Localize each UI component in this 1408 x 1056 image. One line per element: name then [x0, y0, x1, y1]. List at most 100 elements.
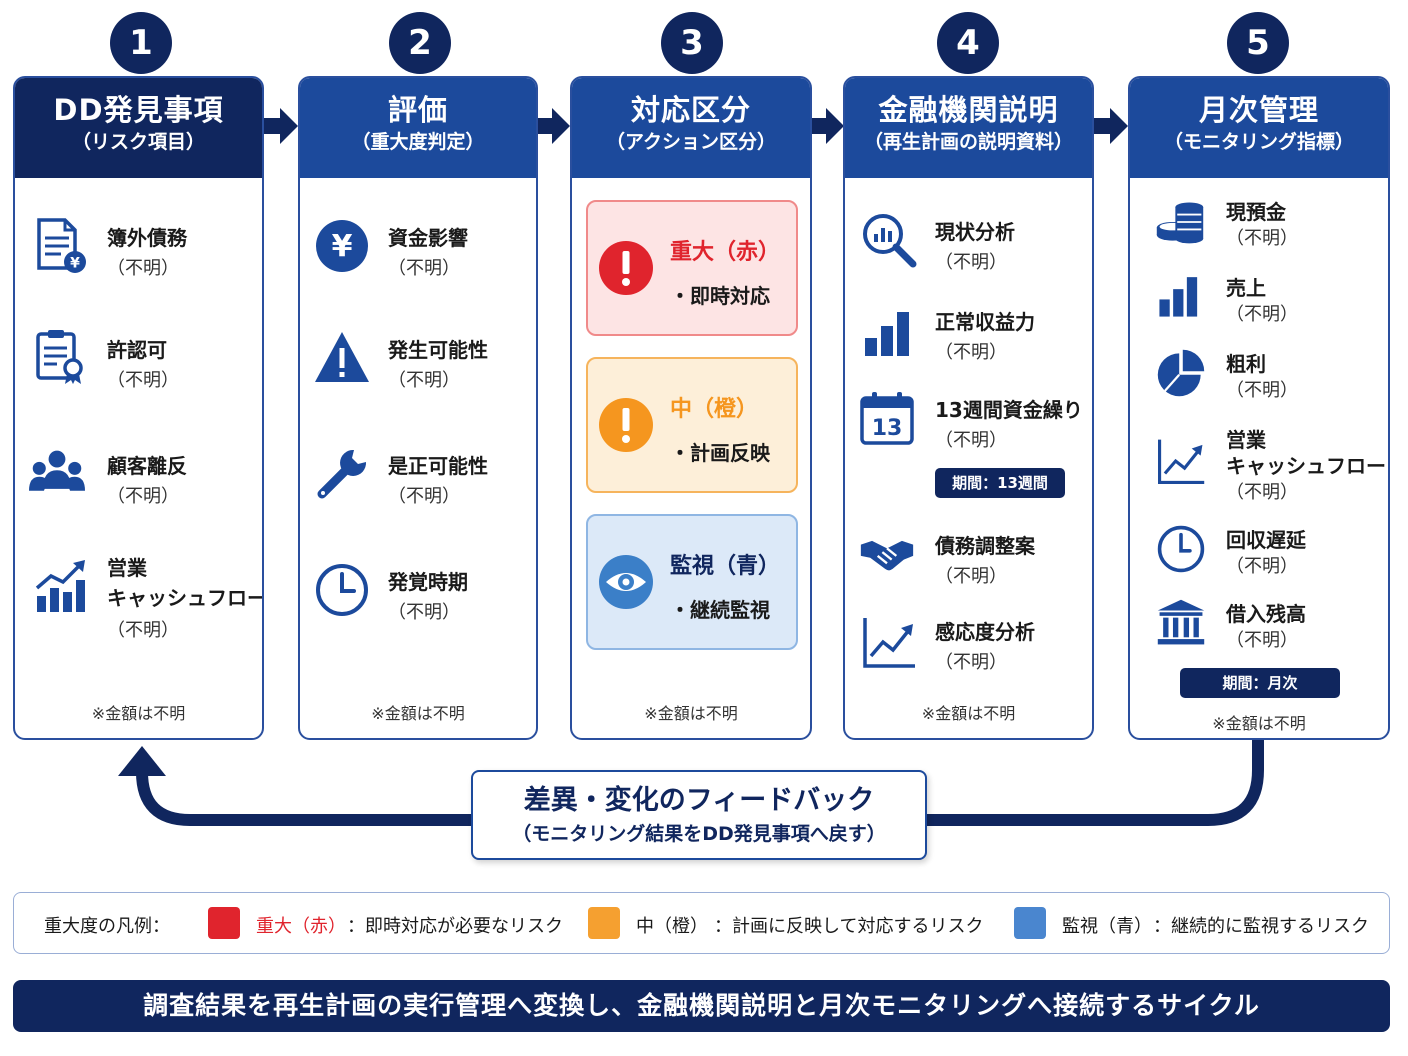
severity-title: 中（橙）: [670, 397, 759, 422]
bank-icon: [1157, 599, 1205, 645]
item-title: 借入残高: [1226, 602, 1306, 626]
svg-text:¥: ¥: [70, 256, 80, 272]
magnifier-chart-icon: [863, 214, 917, 268]
document-yen-icon: ¥: [37, 218, 86, 273]
item-value: （不明）: [1226, 304, 1298, 325]
item-value: （不明）: [935, 342, 1007, 363]
column-header: 評価 （重大度判定）: [300, 78, 536, 178]
severity-box-monitor: 監視（青） ・継続監視: [586, 514, 798, 650]
arrow-right-icon: [536, 108, 570, 144]
column-title: 月次管理: [1198, 93, 1319, 127]
item-title-line2: キャッシュフロー: [107, 586, 264, 610]
column-header: 月次管理 （モニタリング指標）: [1130, 78, 1388, 178]
item-value: （不明）: [1226, 630, 1298, 651]
item-title: 13週間資金繰り: [935, 398, 1083, 422]
legend-entry-desc: ：継続的に監視するリスク: [1153, 916, 1369, 937]
growth-chart-icon: [35, 560, 85, 612]
item-value: （不明）: [935, 252, 1007, 273]
item-value: （不明）: [935, 430, 1007, 451]
item-value: （不明）: [1226, 482, 1298, 503]
bar-chart-icon: [865, 312, 909, 356]
column-subtitle: （再生計画の説明資料）: [863, 131, 1073, 153]
item-value: （不明）: [107, 258, 179, 279]
warning-icon: [315, 332, 369, 382]
coins-icon: [1156, 202, 1204, 244]
column-action-category: 対応区分 （アクション区分） 重大（赤） ・即時対応 中（橙） ・計画反映 監視…: [570, 76, 812, 740]
item-title: 現状分析: [935, 220, 1015, 244]
handshake-icon: [860, 540, 914, 571]
item-value: （不明）: [107, 486, 179, 507]
severity-title: 重大（赤）: [670, 240, 781, 265]
item-title: 許認可: [107, 338, 167, 362]
legend-entry-name: 重大（赤）: [256, 916, 346, 937]
step-number-2: 2: [389, 12, 451, 74]
arrow-right-icon: [264, 108, 298, 144]
item-title: 発覚時期: [388, 570, 468, 594]
legend-swatch-orange: [588, 907, 620, 939]
footnote: ※金額は不明: [371, 704, 465, 723]
severity-box-critical: 重大（赤） ・即時対応: [586, 200, 798, 336]
svg-text:¥: ¥: [332, 229, 353, 264]
footnote: ※金額は不明: [91, 704, 186, 723]
legend-entry-name: 中（橙）: [636, 916, 708, 937]
arrow-right-icon: [1094, 108, 1128, 144]
column-title: 評価: [387, 93, 448, 127]
column-bank-explanation: 金融機関説明 （再生計画の説明資料） 現状分析 （不明） 正常収益力 （不明） …: [843, 76, 1094, 740]
alert-circle-icon: [599, 241, 653, 295]
legend-entry-desc: ：計画に反映して対応するリスク: [714, 916, 984, 937]
column-title: 対応区分: [630, 93, 751, 127]
column-header: DD発見事項 （リスク項目）: [15, 78, 262, 178]
line-chart-icon: [1158, 439, 1205, 484]
clock-icon: [1157, 525, 1205, 573]
item-title: 営業: [107, 556, 147, 580]
item-title: 債務調整案: [935, 534, 1035, 558]
item-value: （不明）: [1226, 556, 1298, 577]
step-number-5: 5: [1227, 12, 1289, 74]
item-value: （不明）: [388, 370, 460, 391]
calendar-number: 13: [872, 416, 903, 441]
severity-action: ・計画反映: [670, 441, 770, 465]
feedback-box: 差異・変化のフィードバック （モニタリング結果をDD発見事項へ戻す）: [471, 770, 927, 860]
column-subtitle: （モニタリング指標）: [1163, 131, 1354, 153]
severity-title: 監視（青）: [670, 554, 781, 579]
item-value: （不明）: [107, 370, 179, 391]
feedback-subtitle: （モニタリング結果をDD発見事項へ戻す）: [512, 823, 886, 845]
footnote: ※金額は不明: [644, 704, 738, 723]
item-title: 売上: [1226, 276, 1266, 300]
column-monthly-management: 月次管理 （モニタリング指標） 現預金 （不明） 売上 （不明）: [1128, 76, 1390, 740]
alert-circle-icon: [599, 398, 653, 452]
wrench-icon: [317, 449, 367, 499]
item-value: （不明）: [1226, 380, 1298, 401]
bottom-banner: 調査結果を再生計画の実行管理へ変換し、金融機関説明と月次モニタリングへ接続するサ…: [13, 980, 1390, 1032]
column-subtitle: （アクション区分）: [605, 131, 777, 153]
legend-entry-desc: ：即時対応が必要なリスク: [347, 916, 563, 937]
item-title: 是正可能性: [388, 454, 488, 478]
item-title: 資金影響: [388, 226, 468, 250]
period-tag: 期間：月次: [1180, 668, 1340, 698]
item-title: 営業: [1226, 428, 1266, 452]
item-value: （不明）: [1226, 228, 1298, 249]
column-subtitle: （リスク項目）: [71, 131, 205, 153]
item-value: （不明）: [107, 620, 179, 641]
certificate-icon: [36, 330, 83, 384]
step-number-3: 3: [661, 12, 723, 74]
arrow-right-icon: [810, 108, 844, 144]
item-value: （不明）: [935, 566, 1007, 587]
item-title: 感応度分析: [935, 620, 1035, 644]
column-title: DD発見事項: [53, 93, 224, 127]
item-value: （不明）: [388, 486, 460, 507]
item-title: 現預金: [1226, 200, 1286, 224]
line-chart-icon: [863, 618, 915, 668]
legend-swatch-blue: [1014, 907, 1046, 939]
people-icon: [29, 450, 85, 491]
column-header: 対応区分 （アクション区分）: [572, 78, 810, 178]
item-title: 回収遅延: [1226, 528, 1306, 552]
bar-chart-icon: [1159, 277, 1198, 317]
step-number-4: 4: [937, 12, 999, 74]
yen-circle-icon: ¥: [316, 220, 368, 272]
step-number-1: 1: [110, 12, 172, 74]
item-title: 粗利: [1226, 352, 1266, 376]
pie-chart-icon: [1157, 349, 1205, 397]
feedback-title: 差異・変化のフィードバック: [523, 785, 875, 816]
